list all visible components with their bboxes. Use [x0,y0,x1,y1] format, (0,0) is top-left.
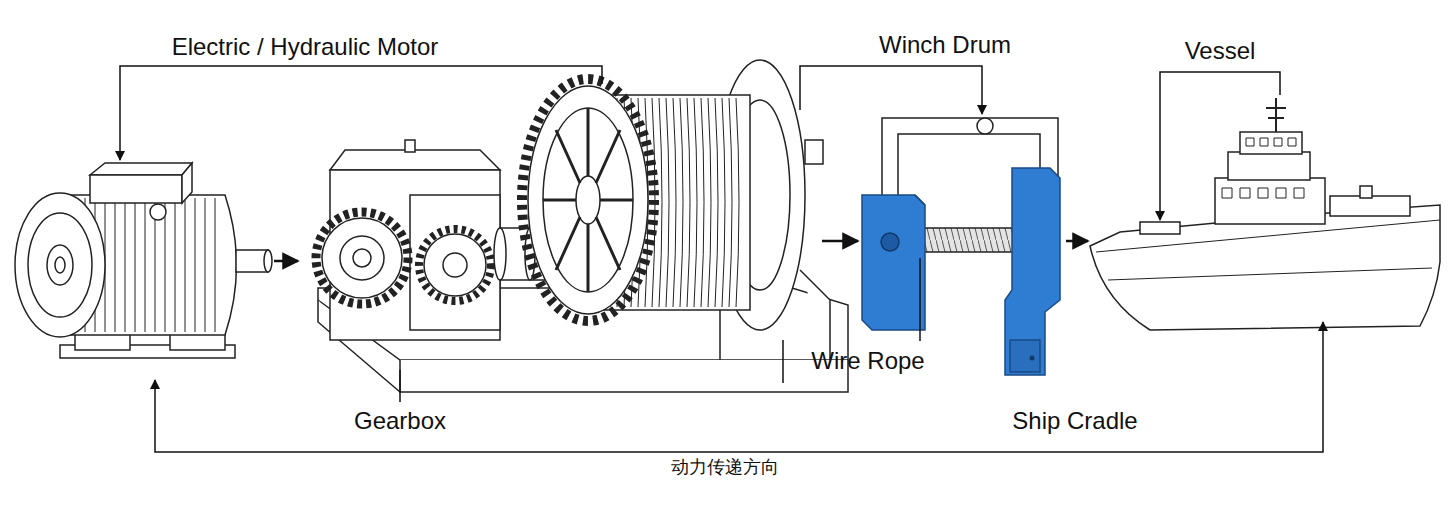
winch-drawing [443,253,467,277]
leader-line [1160,72,1280,220]
part-label: Winch Drum [879,32,1011,58]
motor-drawing [28,213,92,317]
flow-arrow [1066,240,1088,243]
flow-arrow [274,260,298,263]
vessel-drawing [1108,268,1432,280]
vessel-drawing [1090,98,1440,330]
part-label: Electric / Hydraulic Motor [172,34,439,60]
cradle-drawing [862,195,925,330]
vessel-drawing [1246,138,1296,146]
leader-line [919,258,921,341]
flow-arrow [822,240,858,243]
vessel-drawing [1360,186,1372,198]
winch-drawing [340,236,384,280]
winch-drawing [400,360,848,392]
motor-drawing [15,163,272,358]
leader-line [399,370,401,402]
motor-drawing [15,193,105,337]
motor-drawing [182,163,192,203]
winch-drawing [316,212,408,304]
winch-drawing [528,86,648,314]
direction-label: 动力传递方向 [671,458,779,478]
motor-drawing [264,250,272,272]
leader-line [782,340,784,383]
winch-drawing [805,140,823,164]
part-label: Ship Cradle [1012,408,1137,434]
leader-line [120,66,602,160]
winch-drawing [543,108,633,292]
part-label: Vessel [1185,38,1256,64]
vessel-drawing [1140,222,1180,234]
cradle-drawing [862,118,1060,375]
vessel-drawing [1266,98,1286,132]
cradle-drawing [915,195,925,205]
winch-drawing [494,228,506,280]
winch-drawing [330,170,500,340]
winch-drawing [576,176,600,224]
vessel-drawing [1215,178,1325,224]
winch-drawing [424,234,486,296]
leader-line [120,66,1323,452]
motor-drawing [236,250,268,272]
cradle-drawing [977,118,993,134]
part-label: Wire Rope [811,348,924,374]
winch-drawing [330,150,500,170]
cradle-drawing [1005,168,1060,375]
winch-drawing [316,60,848,392]
leader-line [800,66,982,114]
winch-drawing [419,229,491,301]
motor-drawing [90,163,192,175]
cradle-drawing [881,233,899,251]
motor-drawing [90,175,182,203]
winch-drawing [522,79,654,321]
cradle-drawing [1030,356,1035,361]
winch-drawing [543,108,633,292]
motor-drawing [47,245,73,285]
vessel-drawing [1240,132,1302,154]
vessel-drawing [1222,188,1304,198]
motor-drawing [55,257,65,273]
part-label: Gearbox [354,408,446,434]
vessel-drawing [1228,152,1310,180]
vessel-drawing [1330,196,1410,216]
winch-drawing [405,140,415,152]
winch-drawing [322,218,402,298]
cradle-drawing [1010,340,1040,372]
motor-drawing [150,204,166,220]
vessel-drawing [1096,220,1440,252]
winch-drawing [353,249,371,267]
winch-drawing [410,195,500,330]
leader-line [155,322,1323,452]
